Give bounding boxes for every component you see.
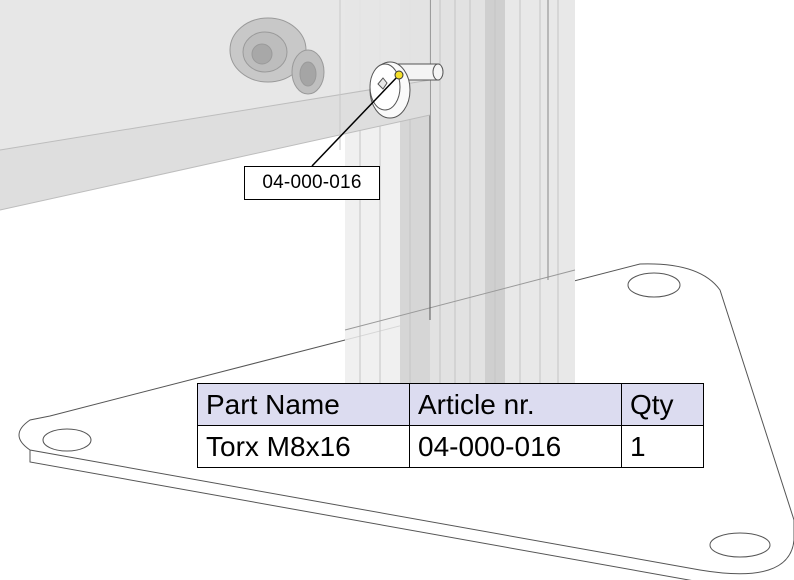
- bom-cell-qty: 1: [621, 425, 704, 468]
- bom-header-part-name: Part Name: [197, 383, 410, 426]
- transparent-panel: [0, 0, 431, 211]
- vertical-profile: [344, 0, 576, 385]
- plate-hole-top: [627, 272, 681, 298]
- bill-of-materials-table: Part Name Article nr. Qty Torx M8x16 04-…: [197, 383, 704, 468]
- table-row: Torx M8x16 04-000-016 1: [197, 425, 704, 468]
- bom-header-row: Part Name Article nr. Qty: [197, 383, 704, 426]
- bom-header-qty: Qty: [621, 383, 704, 426]
- callout-point: [394, 70, 404, 80]
- plate-hole-left: [42, 428, 92, 452]
- callout-leader: [311, 74, 400, 167]
- bom-cell-part-name: Torx M8x16: [197, 425, 410, 468]
- panel-hardware: [229, 17, 325, 95]
- bom-header-article-nr: Article nr.: [409, 383, 622, 426]
- part-callout-label: 04-000-016: [244, 166, 380, 200]
- plate-hole-right: [709, 532, 771, 558]
- bom-cell-article-nr: 04-000-016: [409, 425, 622, 468]
